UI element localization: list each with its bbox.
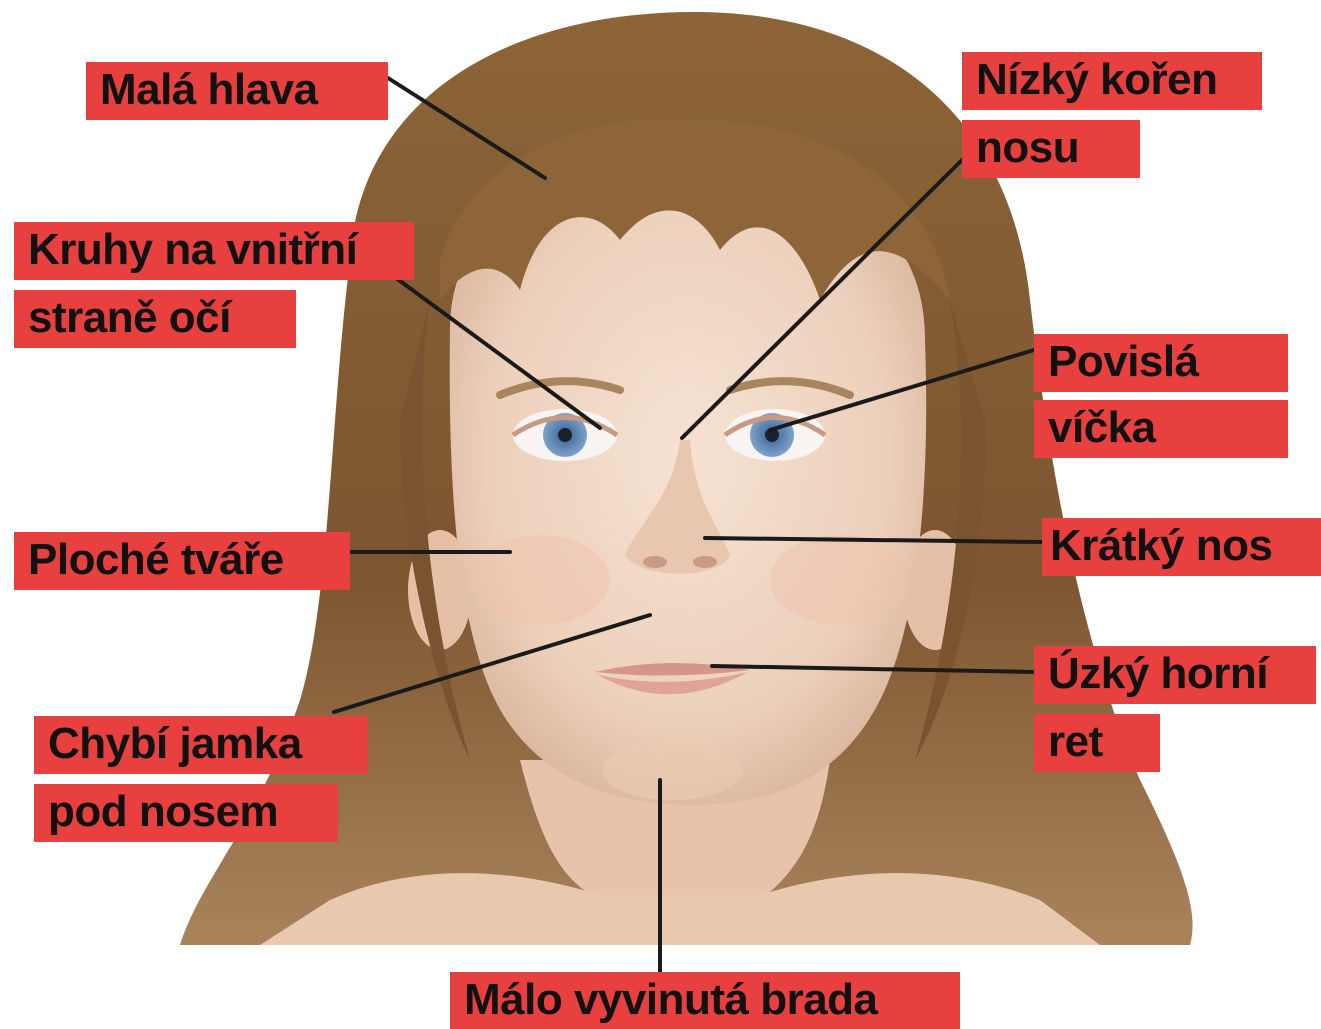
nostril-left (643, 556, 667, 568)
label-eyelids-line2: víčka (1034, 400, 1288, 458)
label-nasal-bridge-line2: nosu (962, 120, 1140, 178)
label-upper-lip-line2: ret (1034, 714, 1160, 772)
chin (602, 740, 742, 800)
label-epicanthus-line2: straně očí (14, 290, 296, 348)
right-cheek (770, 535, 910, 625)
nostril-right (693, 556, 717, 568)
label-upper-lip-line1: Úzký horní (1034, 646, 1316, 704)
label-short-nose: Krátký nos (1042, 518, 1321, 576)
left-cheek (470, 535, 610, 625)
label-flat-cheeks: Ploché tváře (14, 532, 350, 590)
label-chin: Málo vyvinutá brada (450, 972, 960, 1029)
label-eyelids-line1: Povislá (1034, 334, 1288, 392)
left-pupil (558, 428, 572, 442)
label-epicanthus-line1: Kruhy na vnitřní (14, 222, 414, 280)
label-philtrum-line2: pod nosem (34, 784, 338, 842)
label-philtrum-line1: Chybí jamka (34, 716, 368, 774)
label-nasal-bridge-line1: Nízký kořen (962, 52, 1262, 110)
label-small-head: Malá hlava (86, 62, 388, 120)
